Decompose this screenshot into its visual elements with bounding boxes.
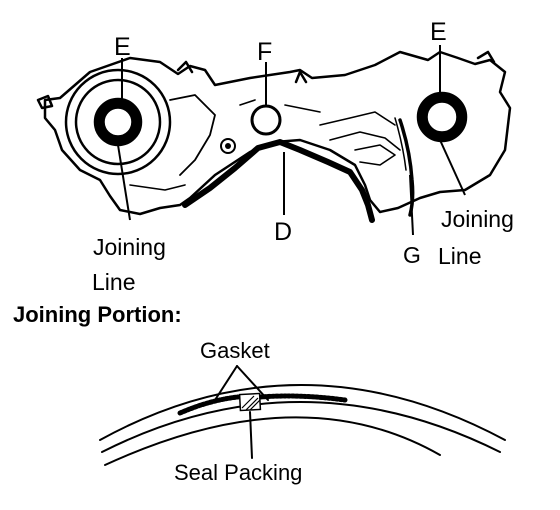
mount-tab-left: [36, 94, 54, 110]
inner-rib-left: [169, 94, 216, 176]
inner-rib-right-2: [354, 144, 396, 166]
gasket-band-inner: [101, 401, 501, 453]
callout-e-left: E: [114, 33, 131, 61]
section-title: Joining Portion:: [13, 302, 182, 327]
bolt: [220, 138, 236, 154]
callout-joining-left-line1: Joining: [93, 234, 166, 260]
leader-gasket-left: [214, 365, 238, 401]
seal-packing-block: [238, 392, 262, 412]
callout-f: F: [257, 38, 272, 66]
callout-g: G: [403, 242, 421, 268]
mount-tab-top-right: [476, 50, 496, 64]
cover-outline: [43, 50, 512, 216]
inner-rib-right: [319, 111, 401, 151]
left-pulley-rim: [74, 78, 162, 166]
callout-d: D: [274, 218, 292, 246]
inner-rib-lower-left: [129, 184, 186, 191]
cover-arc-inner: [104, 416, 441, 466]
mount-tab-top-left: [176, 60, 194, 74]
gasket-seam-d: [182, 139, 375, 223]
callout-joining-right-line1: Joining: [441, 206, 514, 232]
gasket-band-outer: [99, 384, 506, 441]
leader-lines: [117, 45, 466, 236]
leader-g: [409, 174, 414, 236]
leader-gasket-right: [236, 365, 269, 401]
leader-seal-packing: [249, 411, 253, 459]
callout-e-right: E: [430, 18, 447, 46]
right-pulley-hub-hole: [426, 101, 458, 133]
callout-joining-right-line2: Line: [438, 243, 481, 269]
callout-joining-left-line2: Line: [92, 269, 135, 295]
inner-rib-center: [239, 99, 321, 113]
leader-joining-right: [439, 139, 466, 196]
center-hole-f: [250, 104, 282, 136]
gasket-right-segment: [257, 393, 348, 403]
left-pulley-outer: [64, 68, 172, 176]
gasket-left-segment: [177, 394, 241, 416]
joining-portion-detail: [99, 365, 506, 466]
left-pulley-hub-hole: [103, 107, 133, 137]
leader-joining-left: [117, 144, 131, 221]
label-seal-packing: Seal Packing: [174, 460, 302, 485]
label-gasket: Gasket: [200, 338, 270, 363]
mount-tab-top-center: [294, 70, 308, 84]
timing-cover-assembly: [36, 50, 512, 223]
